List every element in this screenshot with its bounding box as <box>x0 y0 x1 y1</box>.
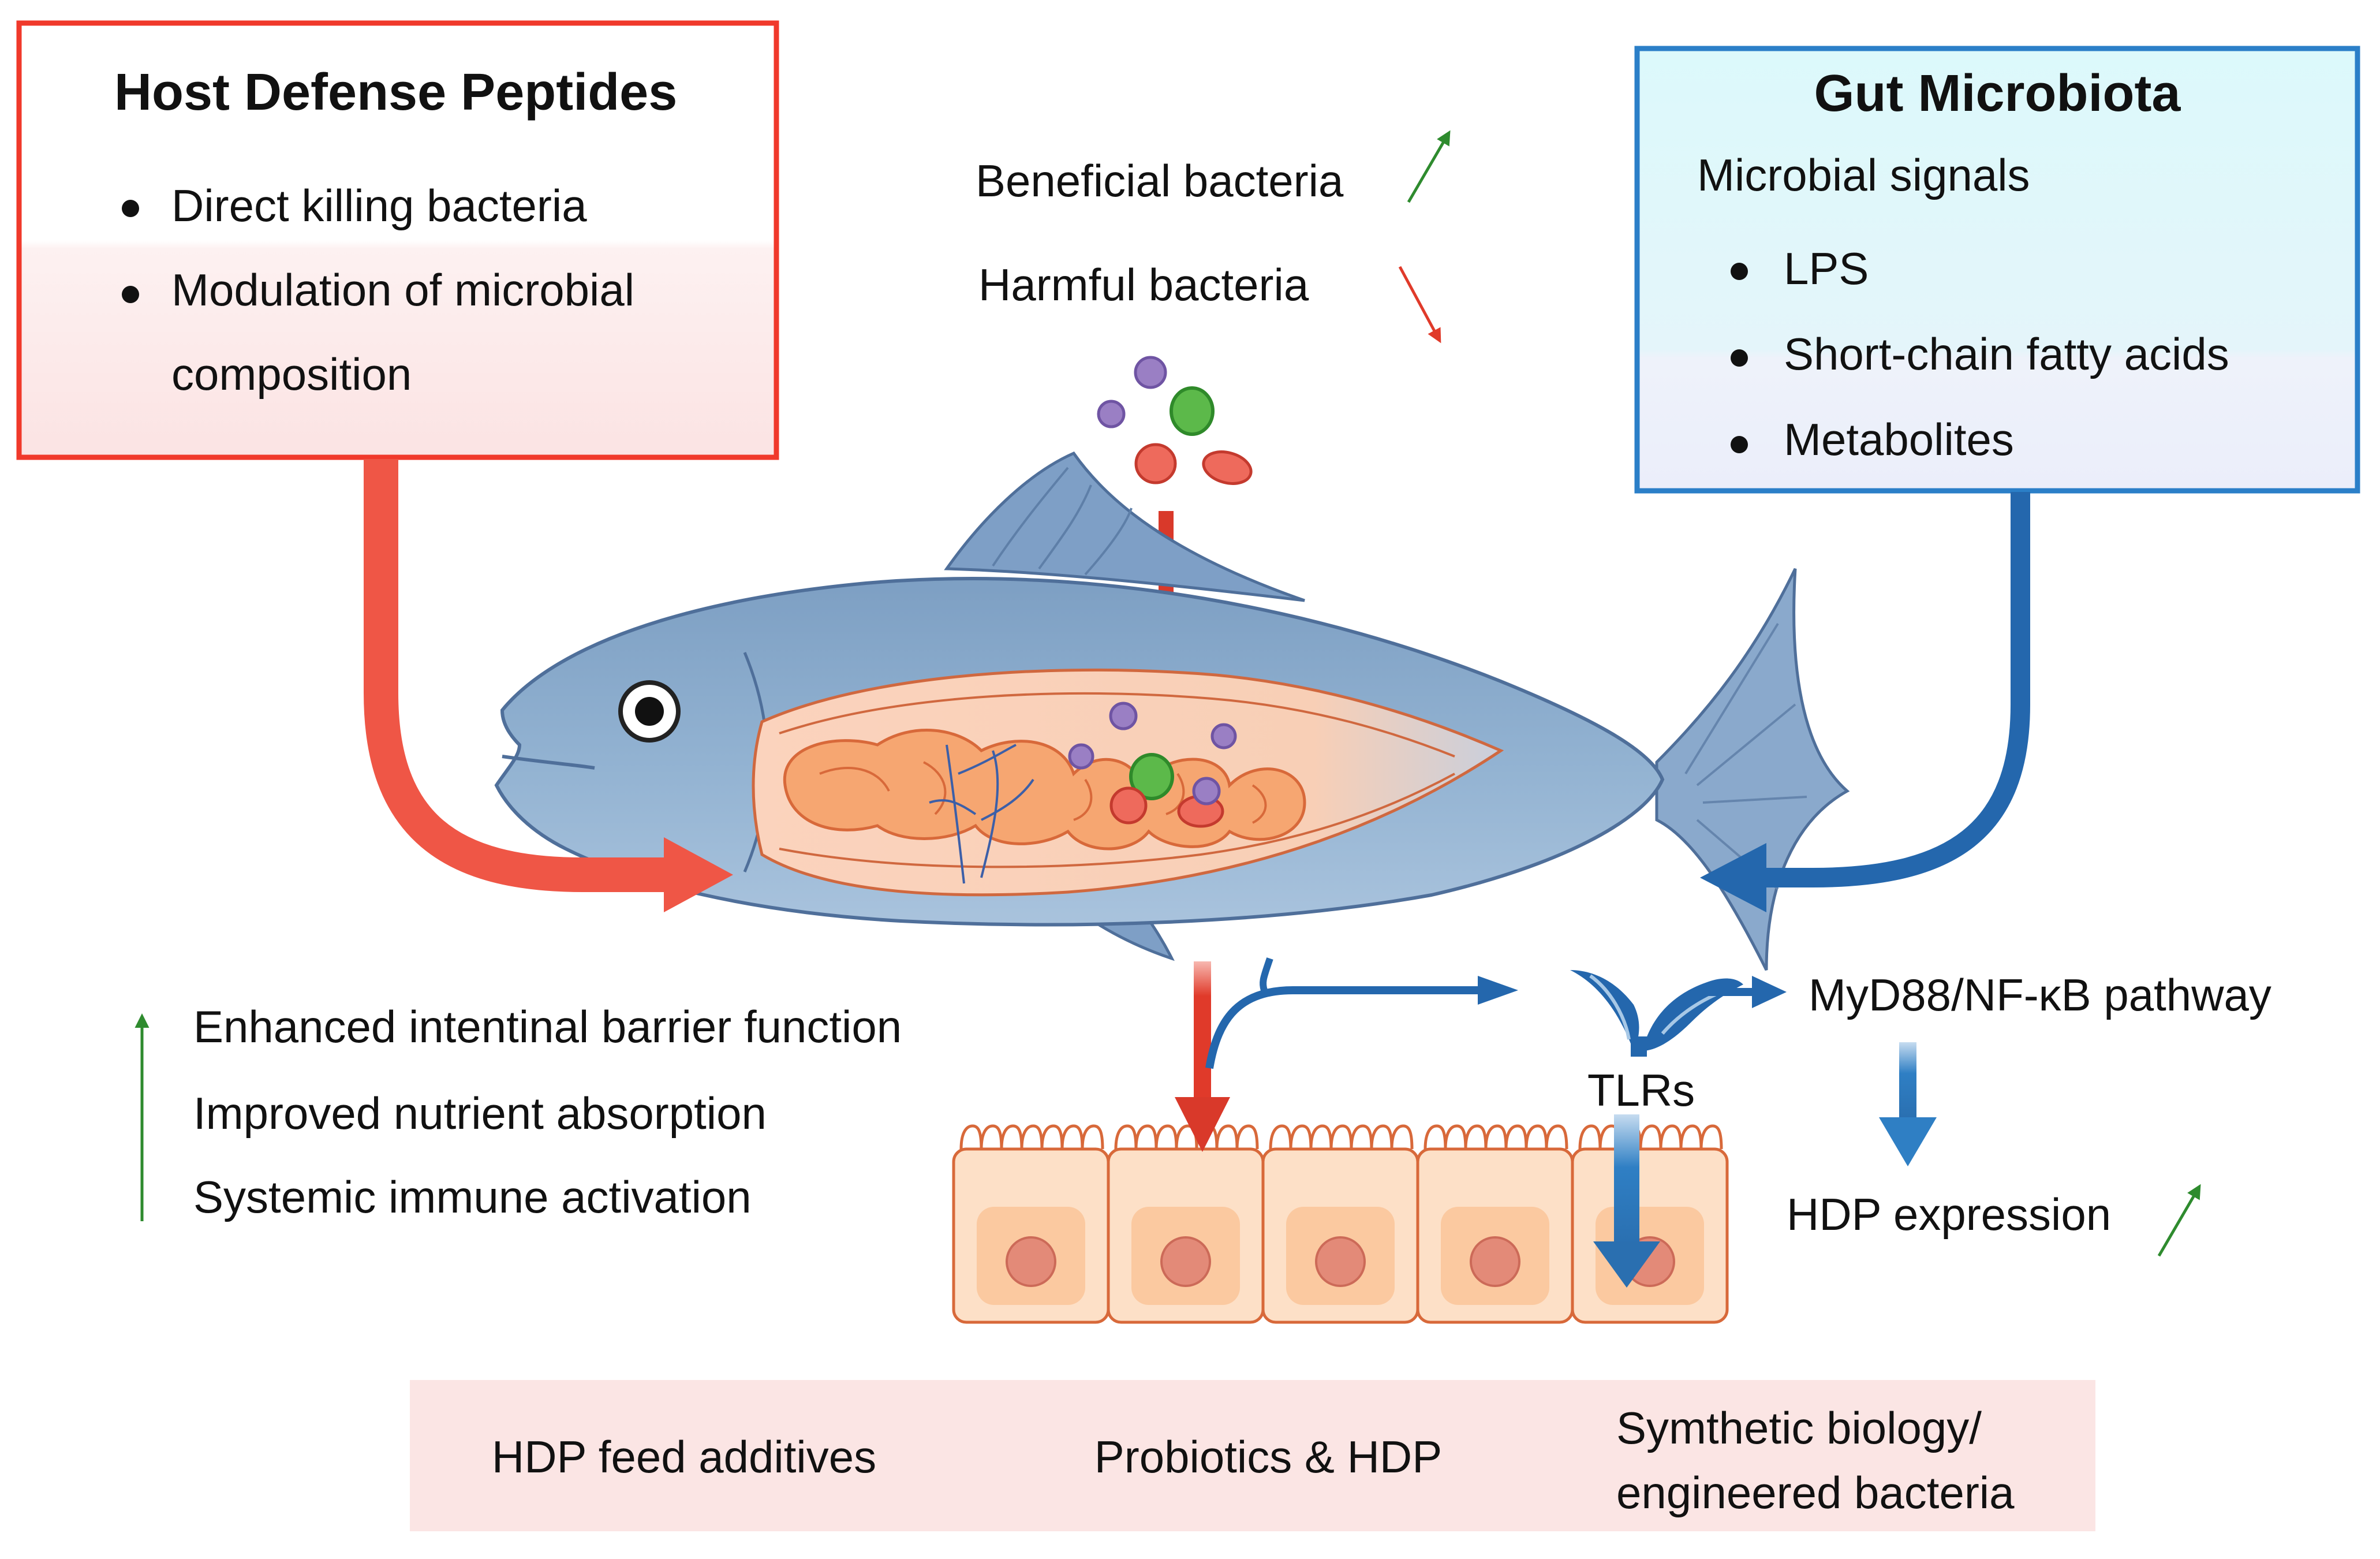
pathway-label: MyD88/NF-κB pathway <box>1809 969 2271 1020</box>
hdp-bullet-2 <box>122 286 139 303</box>
bacteria-cluster <box>1097 356 1253 485</box>
epithelial-cells <box>952 1124 1729 1324</box>
microbiota-to-fish-arrow <box>1700 492 2030 912</box>
hdp-to-fish-arrow <box>364 459 733 912</box>
hdp-expression-label: HDP expression <box>1787 1189 2111 1240</box>
hdp-item-1: Direct killing bacteria <box>171 180 587 231</box>
microbiota-subtitle: Microbial signals <box>1697 150 2030 200</box>
microbiota-box <box>1634 46 2360 494</box>
tlr-to-pathway-arrow <box>1709 976 1787 1008</box>
microbiota-bullet-3 <box>1731 436 1748 453</box>
beneficial-bacteria-label: Beneficial bacteria <box>976 155 1344 206</box>
benefit-barrier: Enhanced intentinal barrier function <box>193 1001 902 1052</box>
benefit-nutrient: Improved nutrient absorption <box>193 1088 767 1139</box>
hdp-item-2-cont: composition <box>171 349 412 400</box>
microbiota-bullet-2 <box>1731 349 1748 367</box>
microbiota-bullet-1 <box>1731 263 1748 280</box>
tlr-label: TLRs <box>1587 1065 1695 1116</box>
harmful-bacteria-label: Harmful bacteria <box>978 259 1309 310</box>
benefit-immune: Systemic immune activation <box>193 1172 752 1222</box>
application-feed-additives: HDP feed additives <box>492 1431 876 1482</box>
hdp-bullet-1 <box>122 200 139 217</box>
hdp-item-2: Modulation of microbial <box>171 264 634 315</box>
fish-illustration <box>494 451 1850 971</box>
fish-to-epithelium-arrow <box>1175 961 1230 1152</box>
hdp-expression-up-arrow-icon <box>2157 1184 2201 1257</box>
applications-band <box>410 1380 2095 1531</box>
hdp-title: Host Defense Peptides <box>114 64 677 121</box>
harmful-down-arrow-icon <box>1398 266 1441 344</box>
microbiota-item-scfa: Short-chain fatty acids <box>1784 329 2229 379</box>
microbiota-item-metabolites: Metabolites <box>1784 414 2014 465</box>
application-probiotics: Probiotics & HDP <box>1094 1431 1443 1482</box>
hdp-box <box>16 20 779 460</box>
tlr-to-epithelium-arrow <box>1593 1114 1660 1288</box>
microbiota-title: Gut Microbiota <box>1814 65 2181 122</box>
application-synbio-line2: engineered bacteria <box>1616 1467 2015 1518</box>
signal-to-tlr-arrow <box>1205 957 1518 1069</box>
pathway-to-hdp-arrow <box>1879 1042 1937 1166</box>
microbiota-item-lps: LPS <box>1784 243 1869 294</box>
tlr-receptor-icon <box>1570 970 1743 1057</box>
beneficial-up-arrow-icon <box>1407 130 1451 203</box>
application-synbio-line1: Symthetic biology/ <box>1616 1403 1982 1453</box>
